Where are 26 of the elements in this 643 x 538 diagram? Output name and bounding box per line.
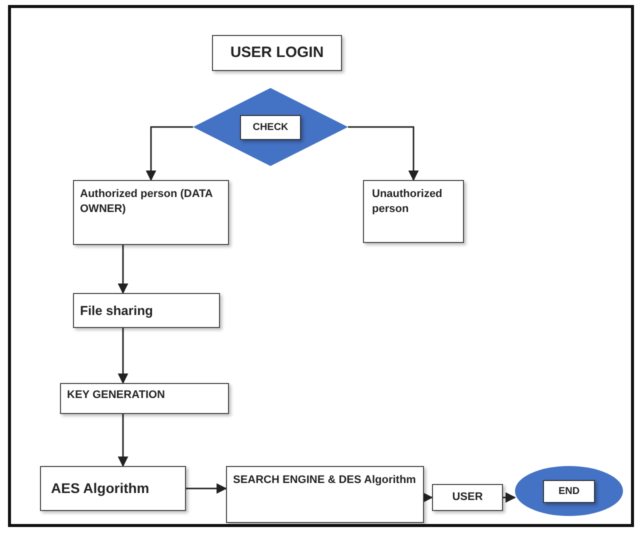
node-text: AES Algorithm xyxy=(51,479,150,498)
node-text: KEY GENERATION xyxy=(67,388,165,403)
arrow xyxy=(118,414,128,468)
process-box xyxy=(212,35,342,71)
arrow xyxy=(503,492,516,503)
process-box xyxy=(73,180,229,245)
process-box xyxy=(73,293,220,328)
node-label: CHECK xyxy=(240,114,302,140)
arrow xyxy=(422,492,434,503)
process-box xyxy=(432,484,503,511)
node-text: USER xyxy=(452,490,483,505)
arrow xyxy=(118,328,128,384)
node-text: USER LOGIN xyxy=(230,42,324,63)
arrow xyxy=(118,245,128,294)
arrow xyxy=(348,126,419,182)
node-label: END xyxy=(543,480,595,502)
node-text: Authorized person (DATA OWNER) xyxy=(80,187,214,217)
node-text: SEARCH ENGINE & DES Algorithm xyxy=(233,473,416,488)
process-box xyxy=(60,383,229,414)
node-text: File sharing xyxy=(80,302,153,320)
process-box xyxy=(363,180,464,243)
node-text: Unauthorized person xyxy=(372,187,444,217)
arrow xyxy=(146,126,193,182)
process-box xyxy=(226,466,424,523)
arrow xyxy=(186,483,228,494)
process-box xyxy=(40,466,186,511)
